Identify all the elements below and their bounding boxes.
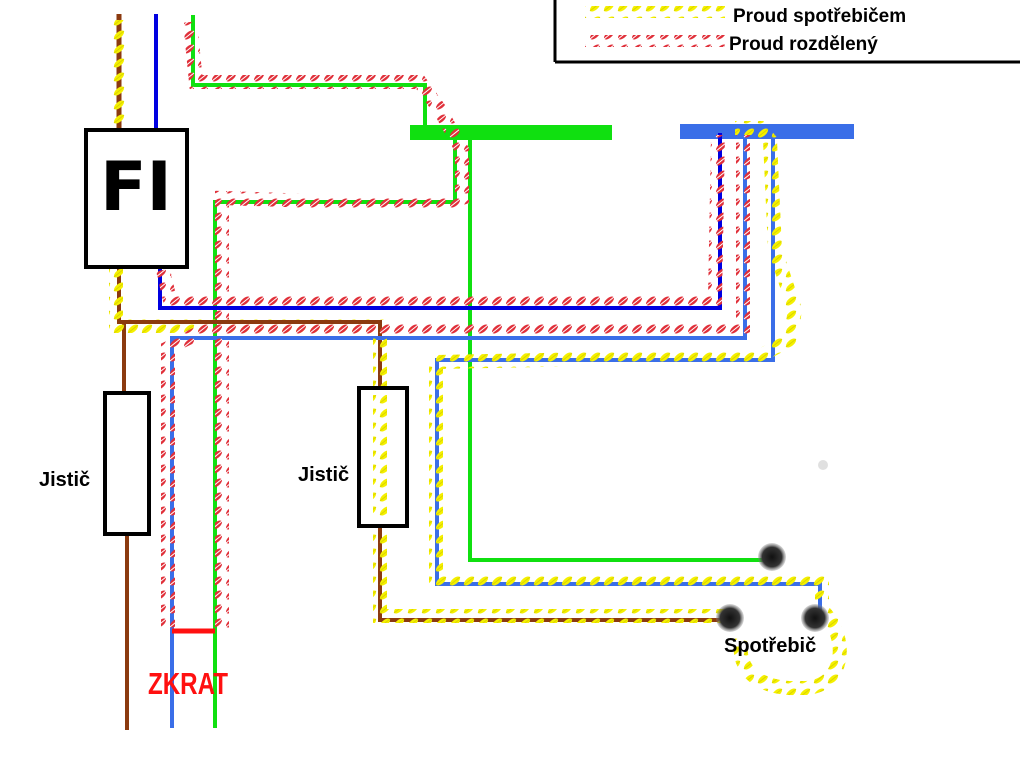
legend-swatch-split — [585, 35, 725, 47]
pe-wire-top — [191, 15, 427, 133]
breaker-right-body — [357, 386, 409, 528]
short-circuit-label: ZKRAT — [148, 666, 228, 701]
breaker-left: Jistič — [39, 391, 151, 536]
breaker-left-body — [103, 391, 151, 536]
current-overlays — [109, 20, 847, 696]
appliance-terminal-pe — [758, 543, 786, 571]
fi-switch: FI — [84, 128, 189, 269]
speck — [818, 460, 828, 470]
legend-split-current: Proud rozdělený — [729, 34, 878, 55]
neutral-wire-fi — [158, 133, 722, 310]
consumer-current-path — [373, 530, 728, 623]
consumer-current-path — [429, 362, 829, 600]
appliance: Spotřebič — [716, 543, 829, 657]
legend-swatch-consumer — [585, 6, 725, 18]
appliance-terminal-phase — [716, 604, 744, 632]
split-current-path — [161, 135, 750, 630]
legend: Proud spotřebičem Proud rozdělený — [553, 0, 1020, 64]
split-current-path — [183, 21, 469, 630]
appliance-terminal-neutral — [801, 604, 829, 632]
pe-wire-down — [468, 133, 770, 562]
fi-switch-body — [84, 128, 189, 269]
neutral-wire-short — [170, 133, 747, 728]
breaker-right: Jistič — [298, 386, 409, 528]
pe-wire-left — [213, 133, 457, 728]
consumer-current-path — [435, 121, 803, 369]
breaker-left-label: Jistič — [39, 469, 90, 491]
split-current-path — [156, 134, 725, 307]
legend-consumer-current: Proud spotřebičem — [733, 6, 906, 27]
appliance-label: Spotřebič — [724, 635, 816, 657]
pe-busbar — [410, 125, 612, 140]
breaker-right-label: Jistič — [298, 464, 349, 486]
neutral-wire-appliance — [435, 133, 822, 612]
consumer-current-path — [733, 607, 847, 696]
short-circuit: ZKRAT — [148, 628, 228, 701]
fi-switch-label: FI — [100, 148, 172, 227]
